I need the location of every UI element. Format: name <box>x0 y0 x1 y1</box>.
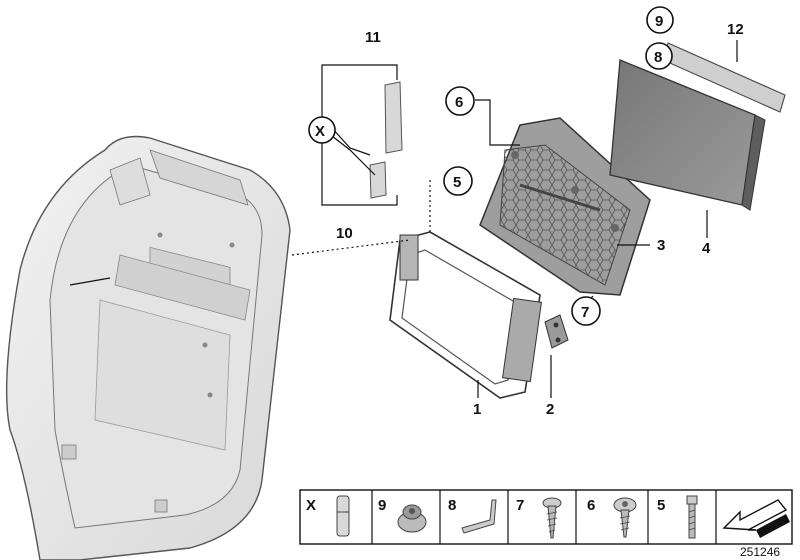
legend-label-9: 9 <box>378 497 386 514</box>
callout-9: 9 <box>655 13 663 30</box>
leader-lines <box>321 40 738 398</box>
callout-4: 4 <box>702 240 711 257</box>
callout-5: 5 <box>453 174 461 191</box>
callout-12: 12 <box>727 21 744 38</box>
pin-parts <box>369 81 403 199</box>
seat-back-shell <box>5 135 291 560</box>
callout-3: 3 <box>657 237 665 254</box>
callout-5-circle <box>443 166 473 196</box>
clip-icon <box>461 499 497 534</box>
callout-2: 2 <box>546 401 554 418</box>
callout-1: 1 <box>473 401 481 418</box>
bracket-part <box>544 314 569 349</box>
legend-label-7: 7 <box>516 497 524 514</box>
nut-icon <box>397 504 427 533</box>
callout-9-circle <box>646 6 674 34</box>
mesh-panel <box>479 117 651 296</box>
callout-7: 7 <box>581 304 589 321</box>
legend-label-x: X <box>306 497 316 514</box>
callout-8: 8 <box>654 49 662 66</box>
screw-icon <box>542 497 562 539</box>
callout-x: X <box>315 123 325 140</box>
fastener-legend: X 9 8 7 6 5 <box>299 489 793 545</box>
callouts: 11 X 10 6 5 9 8 12 3 4 7 1 2 <box>308 6 744 418</box>
callout-8-circle <box>645 42 673 70</box>
callout-10: 10 <box>336 225 353 242</box>
frame-part <box>291 180 542 399</box>
legend-label-8: 8 <box>448 497 456 514</box>
legend-label-5: 5 <box>657 497 665 514</box>
washer-screw-icon <box>613 497 637 538</box>
bolt-icon <box>686 495 698 539</box>
cover-panel <box>609 59 766 211</box>
callout-11: 11 <box>365 29 381 46</box>
callout-6: 6 <box>455 94 463 111</box>
pin-icon <box>336 495 350 537</box>
direction-arrow-icon <box>722 499 790 538</box>
callout-7-circle <box>571 296 601 326</box>
callout-6-circle <box>445 86 475 116</box>
document-id: 251246 <box>740 545 780 559</box>
callout-x-circle <box>308 116 336 144</box>
legend-label-6: 6 <box>587 497 595 514</box>
